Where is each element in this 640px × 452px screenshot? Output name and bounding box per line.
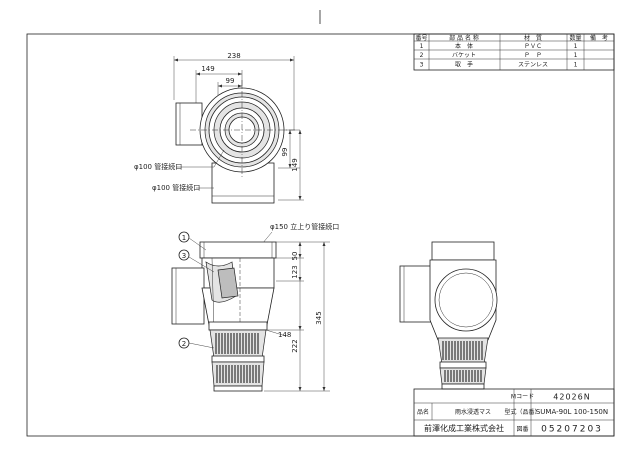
company-name: 前澤化成工業株式会社 <box>424 423 504 433</box>
dim-149-horizontal: 149 <box>201 65 214 73</box>
table-cell-no: 2 <box>420 52 424 59</box>
dim-148: 148 <box>278 331 291 339</box>
dim-345: 345 <box>315 311 323 324</box>
table-cell-name: 取 手 <box>455 61 473 69</box>
dim-99-horizontal: 99 <box>226 77 235 85</box>
table-header-remarks: 備 考 <box>590 34 608 42</box>
label-bottom-outlet: φ100 管接続口 <box>152 183 200 192</box>
dim-50: 50 <box>291 252 299 261</box>
label-top-inlet: φ150 立上り管接続口 <box>270 222 339 231</box>
table-cell-no: 3 <box>420 62 424 69</box>
table-cell-qty: 1 <box>574 62 578 69</box>
m-code-label: Mコード <box>511 394 534 401</box>
dim-222: 222 <box>291 339 299 352</box>
name-value: 雨水浸透マス <box>455 408 491 416</box>
dim-149-vertical: 149 <box>291 158 299 171</box>
drawing-number-value: 05207203 <box>541 425 603 435</box>
front-view <box>399 241 498 390</box>
dim-99-vertical: 99 <box>281 148 289 157</box>
title-block: Mコード 42026N 品名 雨水浸透マス 型式（品番） SUMA-90L 10… <box>413 388 615 437</box>
drawing-number-label: 図番 <box>516 426 528 433</box>
svg-text:3: 3 <box>182 252 186 260</box>
table-cell-material: ＰＶＣ <box>524 43 542 50</box>
table-cell-material: Ｐ Ｐ <box>524 52 542 59</box>
callout-1 <box>178 231 190 243</box>
name-label: 品名 <box>417 408 429 416</box>
svg-text:2: 2 <box>182 340 186 348</box>
side-view: φ150 立上り管接続口 1 3 2 <box>171 222 339 392</box>
table-cell-name: 本 体 <box>455 42 473 50</box>
table-header-name: 部 品 名 称 <box>449 34 479 42</box>
table-header-qty: 数量 <box>569 34 581 42</box>
dim-123: 123 <box>291 265 299 278</box>
label-left-outlet: φ100 管接続口 <box>134 162 182 171</box>
table-cell-qty: 1 <box>574 43 578 50</box>
table-cell-name: バケット <box>452 52 476 59</box>
table-header-no: 番号 <box>415 35 427 42</box>
callout-3 <box>178 249 190 261</box>
table-cell-material: ステンレス <box>518 62 548 69</box>
top-view: 238 149 99 99 149 <box>134 52 304 204</box>
sheet-border <box>26 33 615 437</box>
svg-text:1: 1 <box>182 234 186 242</box>
dim-238: 238 <box>227 52 240 60</box>
parts-table: 番号 部 品 名 称 材 質 数量 備 考 1 本 体 ＰＶＣ 1 2 バケット… <box>413 33 615 71</box>
model-value: SUMA-90L 100-150N <box>536 408 608 416</box>
table-header-material: 材 質 <box>524 34 542 42</box>
model-label: 型式（品番） <box>504 408 540 416</box>
table-cell-qty: 1 <box>574 52 578 59</box>
table-cell-no: 1 <box>420 43 424 50</box>
m-code-value: 42026N <box>553 393 590 402</box>
